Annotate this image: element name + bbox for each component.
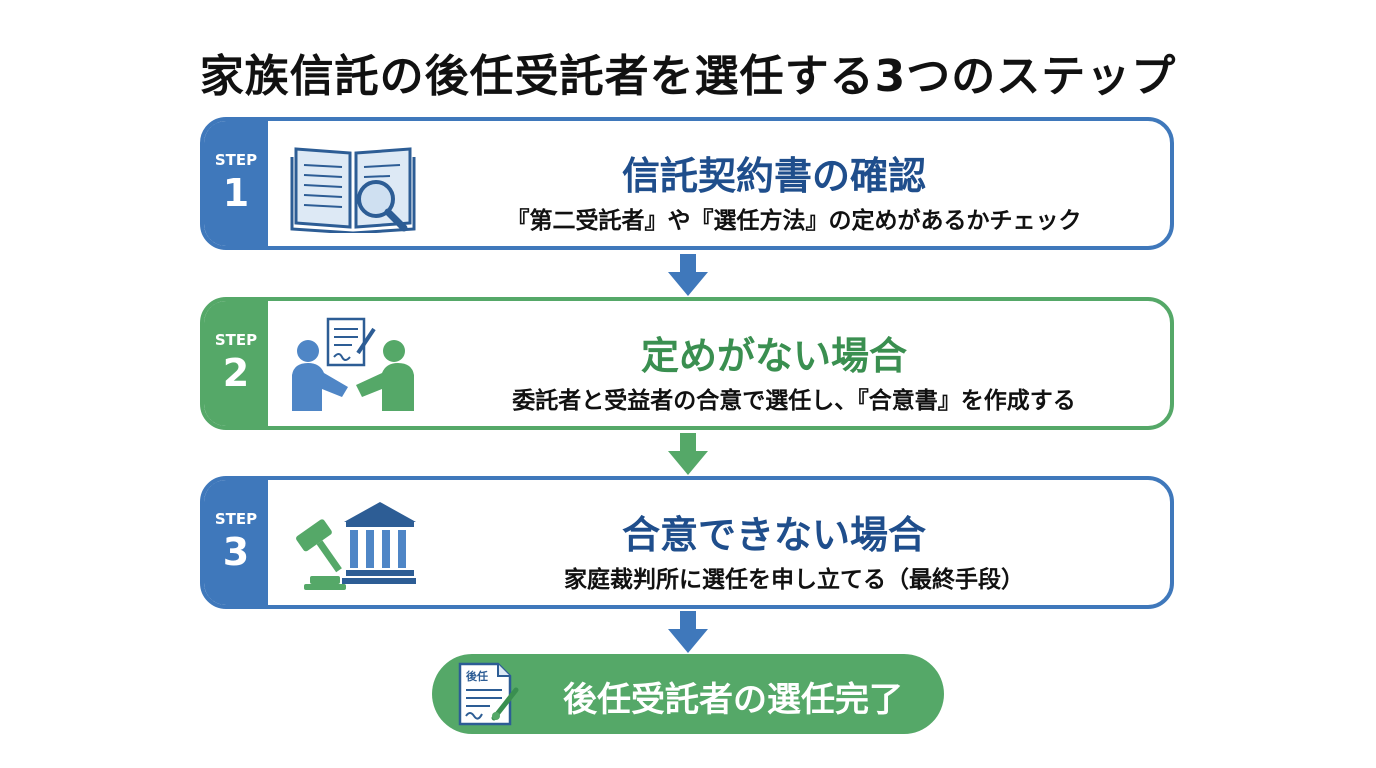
step-2-heading: 定めがない場合 xyxy=(640,334,907,378)
signed-document-icon: 後任 xyxy=(458,662,519,726)
step-2-number: 2 xyxy=(222,351,250,395)
arrow-down-icon xyxy=(668,611,708,653)
step-3-description: 家庭裁判所に選任を申し立てる（最終手段） xyxy=(564,567,1024,593)
step-1-description: 『第二受託者』や『選任方法』の定めがあるかチェック xyxy=(506,208,1082,234)
arrow-down-icon xyxy=(668,433,708,475)
step-2-description: 委託者と受益者の合意で選任し、『合意書』を作成する xyxy=(512,388,1076,414)
arrow-down-icon xyxy=(668,254,708,296)
page-title: 家族信託の後任受託者を選任する3つのステップ xyxy=(199,51,1177,102)
step-2-tab: STEP 2 xyxy=(204,301,268,426)
completion-label: 後任受託者の選任完了 xyxy=(563,680,903,720)
step-1-card: STEP 1 信託契約書の確認 『第二受託者』や『選任方法』の定めがあるかチェッ… xyxy=(200,117,1174,250)
book-magnifier-icon xyxy=(290,147,416,233)
step-1-tab: STEP 1 xyxy=(204,121,268,246)
step-3-heading: 合意できない場合 xyxy=(621,513,926,557)
handshake-document-icon xyxy=(292,317,414,411)
step-2-card: STEP 2 定めがない場合 委託者と受益者の合意で選任し、『合意書』を作成する xyxy=(200,297,1174,430)
gavel-courthouse-icon xyxy=(296,502,416,590)
doc-label: 後任 xyxy=(466,669,488,683)
step-1-heading: 信託契約書の確認 xyxy=(621,154,926,198)
step-2-word: STEP xyxy=(214,331,258,349)
step-3-number: 3 xyxy=(222,530,250,574)
step-3-card: STEP 3 合意できない場合 家庭裁判所に選任を申し立てる（最終手段） xyxy=(200,476,1174,609)
step-3-tab: STEP 3 xyxy=(204,480,268,605)
step-3-word: STEP xyxy=(214,510,258,528)
step-1-number: 1 xyxy=(222,171,250,215)
step-1-word: STEP xyxy=(214,151,258,169)
completion-badge: 後任 後任受託者の選任完了 xyxy=(432,654,944,734)
